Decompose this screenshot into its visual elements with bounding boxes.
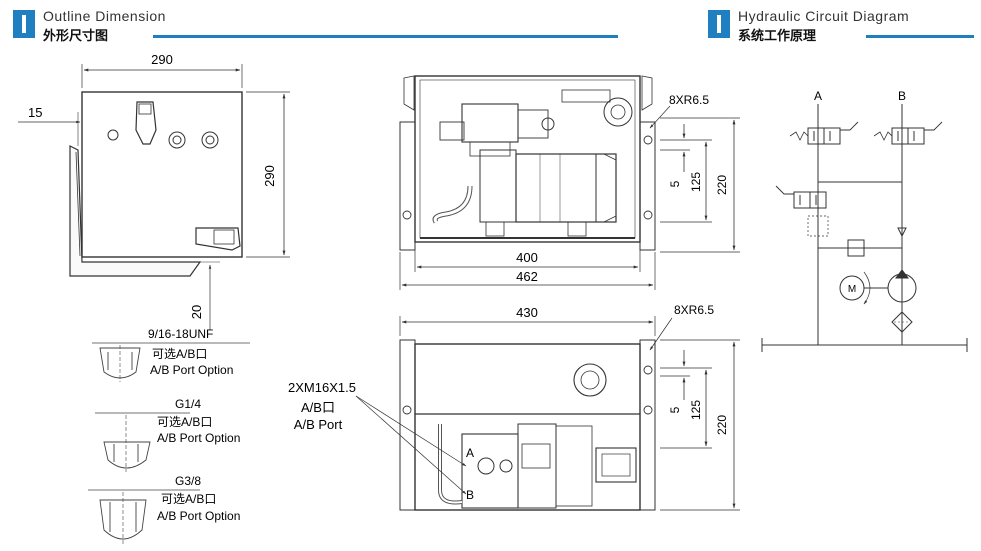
top-slot-label: 8XR6.5 <box>669 93 709 107</box>
bottom-junction-box <box>595 447 637 483</box>
port-fitting-1 <box>99 347 141 379</box>
top-inner-width: 400 <box>516 250 538 265</box>
side-bolt-icon <box>107 129 119 141</box>
bottom-slot-label: 8XR6.5 <box>674 303 714 317</box>
port-1-cn: 可选A/B口 <box>152 347 207 361</box>
motor-label: M <box>848 284 856 295</box>
bottom-label-a: A <box>466 446 474 460</box>
outline-underline <box>153 35 618 38</box>
top-dim-220: 220 <box>715 175 729 195</box>
hydraulic-header: Hydraulic Circuit Diagram 系统工作原理 <box>708 8 976 43</box>
valve-mid <box>775 185 829 237</box>
latch-bottom <box>195 227 241 251</box>
port-1-en: A/B Port Option <box>150 363 233 377</box>
top-dim-5: 5 <box>668 180 682 187</box>
port-1-thread: 9/16-18UNF <box>148 327 213 341</box>
hydraulic-underline <box>866 35 974 38</box>
side-height-label: 290 <box>262 165 277 187</box>
port-2-thread: G1/4 <box>175 397 201 411</box>
port-options <box>88 342 250 546</box>
port-fitting-2 <box>103 441 151 469</box>
gauge-port-icon <box>201 131 219 149</box>
side-view <box>18 64 290 330</box>
hydraulic-title-en: Hydraulic Circuit Diagram <box>738 8 910 24</box>
top-dim-125: 125 <box>689 172 703 192</box>
outline-title-en: Outline Dimension <box>43 8 166 24</box>
side-bottom-offset-label: 20 <box>189 305 204 319</box>
bottom-dim-125: 125 <box>689 400 703 420</box>
side-width-label: 290 <box>151 52 173 67</box>
circuit-label-a: A <box>814 89 822 103</box>
header-badge-icon <box>13 10 35 38</box>
bottom-port-en: A/B Port <box>294 417 343 432</box>
hydraulic-circuit <box>761 104 968 352</box>
top-pump <box>479 149 517 223</box>
gauge-port-icon <box>168 131 186 149</box>
bottom-housing <box>414 343 641 511</box>
circuit-label-b: B <box>898 89 906 103</box>
port-fitting-3 <box>99 499 147 540</box>
side-left-offset-label: 15 <box>28 105 42 120</box>
bottom-port-cn: A/B口 <box>301 400 335 415</box>
port-3-en: A/B Port Option <box>157 509 240 523</box>
top-valve-block <box>461 103 519 143</box>
outline-title-cn: 外形尺寸图 <box>43 28 109 43</box>
latch-top <box>135 101 157 145</box>
relief-valve <box>847 239 865 257</box>
hydraulic-title-cn: 系统工作原理 <box>738 28 817 43</box>
top-outer-width: 462 <box>516 269 538 284</box>
port-3-thread: G3/8 <box>175 474 201 488</box>
port-2-en: A/B Port Option <box>157 431 240 445</box>
bottom-dim-5: 5 <box>668 406 682 413</box>
outline-header: Outline Dimension 外形尺寸图 <box>13 8 618 43</box>
top-cap-icon <box>603 97 633 127</box>
bottom-gauge-icon <box>573 363 607 397</box>
bottom-view <box>355 316 740 511</box>
filter-icon <box>891 311 913 333</box>
top-housing <box>414 75 641 243</box>
bottom-dim-220: 220 <box>715 415 729 435</box>
port-2-cn: 可选A/B口 <box>157 415 212 429</box>
bottom-label-b: B <box>466 488 474 502</box>
valve-b <box>873 121 943 145</box>
side-panel <box>81 91 243 258</box>
bottom-width: 430 <box>516 305 538 320</box>
top-motor <box>515 153 617 223</box>
port-3-cn: 可选A/B口 <box>161 492 216 506</box>
bottom-port-thread: 2XM16X1.5 <box>288 380 356 395</box>
top-view <box>399 75 740 290</box>
valve-a <box>789 121 859 145</box>
header-badge-icon <box>708 10 730 38</box>
